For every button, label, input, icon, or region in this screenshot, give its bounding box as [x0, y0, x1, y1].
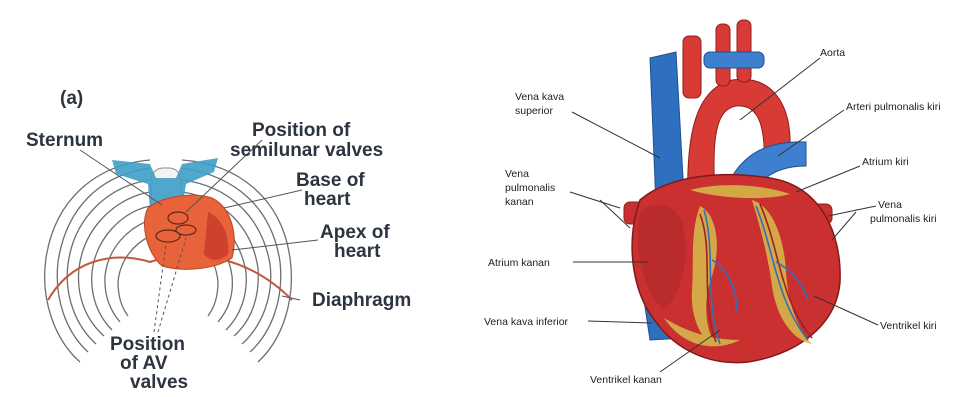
label-vena-kava-superior-line2: superior — [515, 105, 553, 117]
label-apex-line2: heart — [334, 241, 381, 262]
label-vena-pulmonalis-kanan-line1: Vena — [505, 168, 529, 180]
label-vena-pulmonalis-kiri-line1: Vena — [878, 199, 902, 211]
label-vena-pulmonalis-kanan-line2: pulmonalis — [505, 182, 555, 194]
label-vena-kava-inferior: Vena kava inferior — [484, 316, 569, 328]
label-arteri-pulmonalis-kiri: Arteri pulmonalis kiri — [846, 101, 941, 113]
label-base-line2: heart — [304, 189, 351, 210]
label-vena-pulmonalis-kanan-line3: kanan — [505, 196, 534, 208]
label-av-line1: Position — [110, 334, 185, 355]
label-semilunar-line1: Position of — [252, 120, 351, 141]
label-av-line3: valves — [130, 372, 188, 393]
label-aorta: Aorta — [820, 47, 845, 59]
brachiocephalic-vein — [704, 52, 764, 68]
heart-illustration-right: Aorta Vena kava superior Arteri pulmonal… — [484, 20, 941, 386]
label-vena-kava-superior-line1: Vena kava — [515, 91, 564, 103]
panel-letter: (a) — [60, 88, 83, 109]
label-atrium-kiri: Atrium kiri — [862, 156, 909, 168]
label-sternum: Sternum — [26, 130, 103, 151]
label-ventrikel-kiri: Ventrikel kiri — [880, 320, 937, 332]
label-av-line2: of AV — [120, 353, 168, 374]
label-vena-pulmonalis-kiri-line2: pulmonalis kiri — [870, 213, 937, 225]
label-semilunar-line2: semilunar valves — [230, 140, 383, 161]
label-base-line1: Base of — [296, 170, 365, 191]
thorax-illustration: (a) Sternum Position of semilunar valves… — [26, 88, 411, 393]
aortic-branch — [683, 36, 701, 98]
label-diaphragm: Diaphragm — [312, 290, 411, 311]
label-apex-line1: Apex of — [320, 222, 390, 243]
aortic-branch — [737, 20, 751, 82]
label-atrium-kanan: Atrium kanan — [488, 257, 550, 269]
label-ventrikel-kanan: Ventrikel kanan — [590, 374, 662, 386]
